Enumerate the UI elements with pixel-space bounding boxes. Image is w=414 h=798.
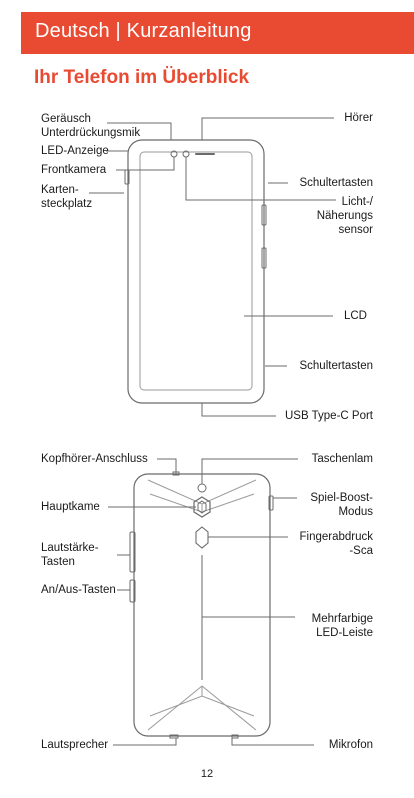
label-card-slot: Karten- steckplatz [41, 183, 92, 211]
label-headphone-jack: Kopfhörer-Anschluss [41, 453, 148, 465]
label-volume-line1: Lautstärke- [41, 542, 99, 554]
section-title: Ihr Telefon im Überblick [34, 67, 250, 88]
back-phone-illustration [129, 471, 274, 739]
label-power-key: An/Aus-Tasten [41, 584, 116, 596]
label-light-sensor-line3: sensor [338, 224, 373, 236]
label-game-boost: Spiel-Boost- Modus [310, 491, 373, 519]
label-speaker: Lautsprecher [41, 739, 109, 751]
label-fingerprint-line1: Fingerabdruck [299, 531, 373, 543]
label-microphone: Mikrofon [328, 739, 373, 751]
label-rgb-led-strip: Mehrfarbige LED-Leiste [312, 612, 373, 640]
label-noise-mic: Geräusch Unterdrückungsmik [41, 112, 140, 140]
label-led: LED-Anzeige [41, 145, 109, 157]
page-number: 12 [200, 768, 214, 780]
label-game-boost-line1: Spiel-Boost- [310, 492, 373, 504]
header-bar: Deutsch | Kurzanleitung [21, 12, 414, 54]
label-shoulder-top: Schultertasten [299, 177, 373, 189]
label-card-slot-line1: Karten- [41, 184, 79, 196]
label-game-boost-line2: Modus [338, 506, 373, 518]
label-light-sensor-line2: Näherungs [316, 210, 373, 222]
label-fingerprint: Fingerabdruck -Sca [299, 530, 373, 558]
label-light-sensor: Licht-/ Näherungs sensor [317, 195, 373, 237]
label-noise-mic-line1: Geräusch [41, 113, 91, 125]
label-rgb-line1: Mehrfarbige [311, 613, 373, 625]
label-fingerprint-line2: -Sca [349, 545, 373, 557]
label-earpiece: Hörer [344, 112, 373, 124]
label-usb-port: USB Type-C Port [285, 410, 373, 422]
header-title: Deutsch | Kurzanleitung [35, 20, 252, 42]
label-rgb-line2: LED-Leiste [316, 627, 373, 639]
label-lcd: LCD [343, 310, 367, 322]
label-main-camera: Hauptkame [41, 501, 100, 513]
label-flashlight: Taschenlam [311, 453, 373, 465]
label-light-sensor-line1: Licht-/ [341, 196, 373, 208]
label-shoulder-bottom: Schultertasten [299, 360, 373, 372]
label-noise-mic-line2: Unterdrückungsmik [41, 127, 141, 139]
label-volume-line2: Tasten [41, 556, 75, 568]
label-card-slot-line2: steckplatz [41, 198, 93, 210]
label-front-camera: Frontkamera [41, 164, 107, 176]
front-phone-illustration [124, 139, 267, 404]
label-volume-keys: Lautstärke- Tasten [41, 541, 99, 569]
